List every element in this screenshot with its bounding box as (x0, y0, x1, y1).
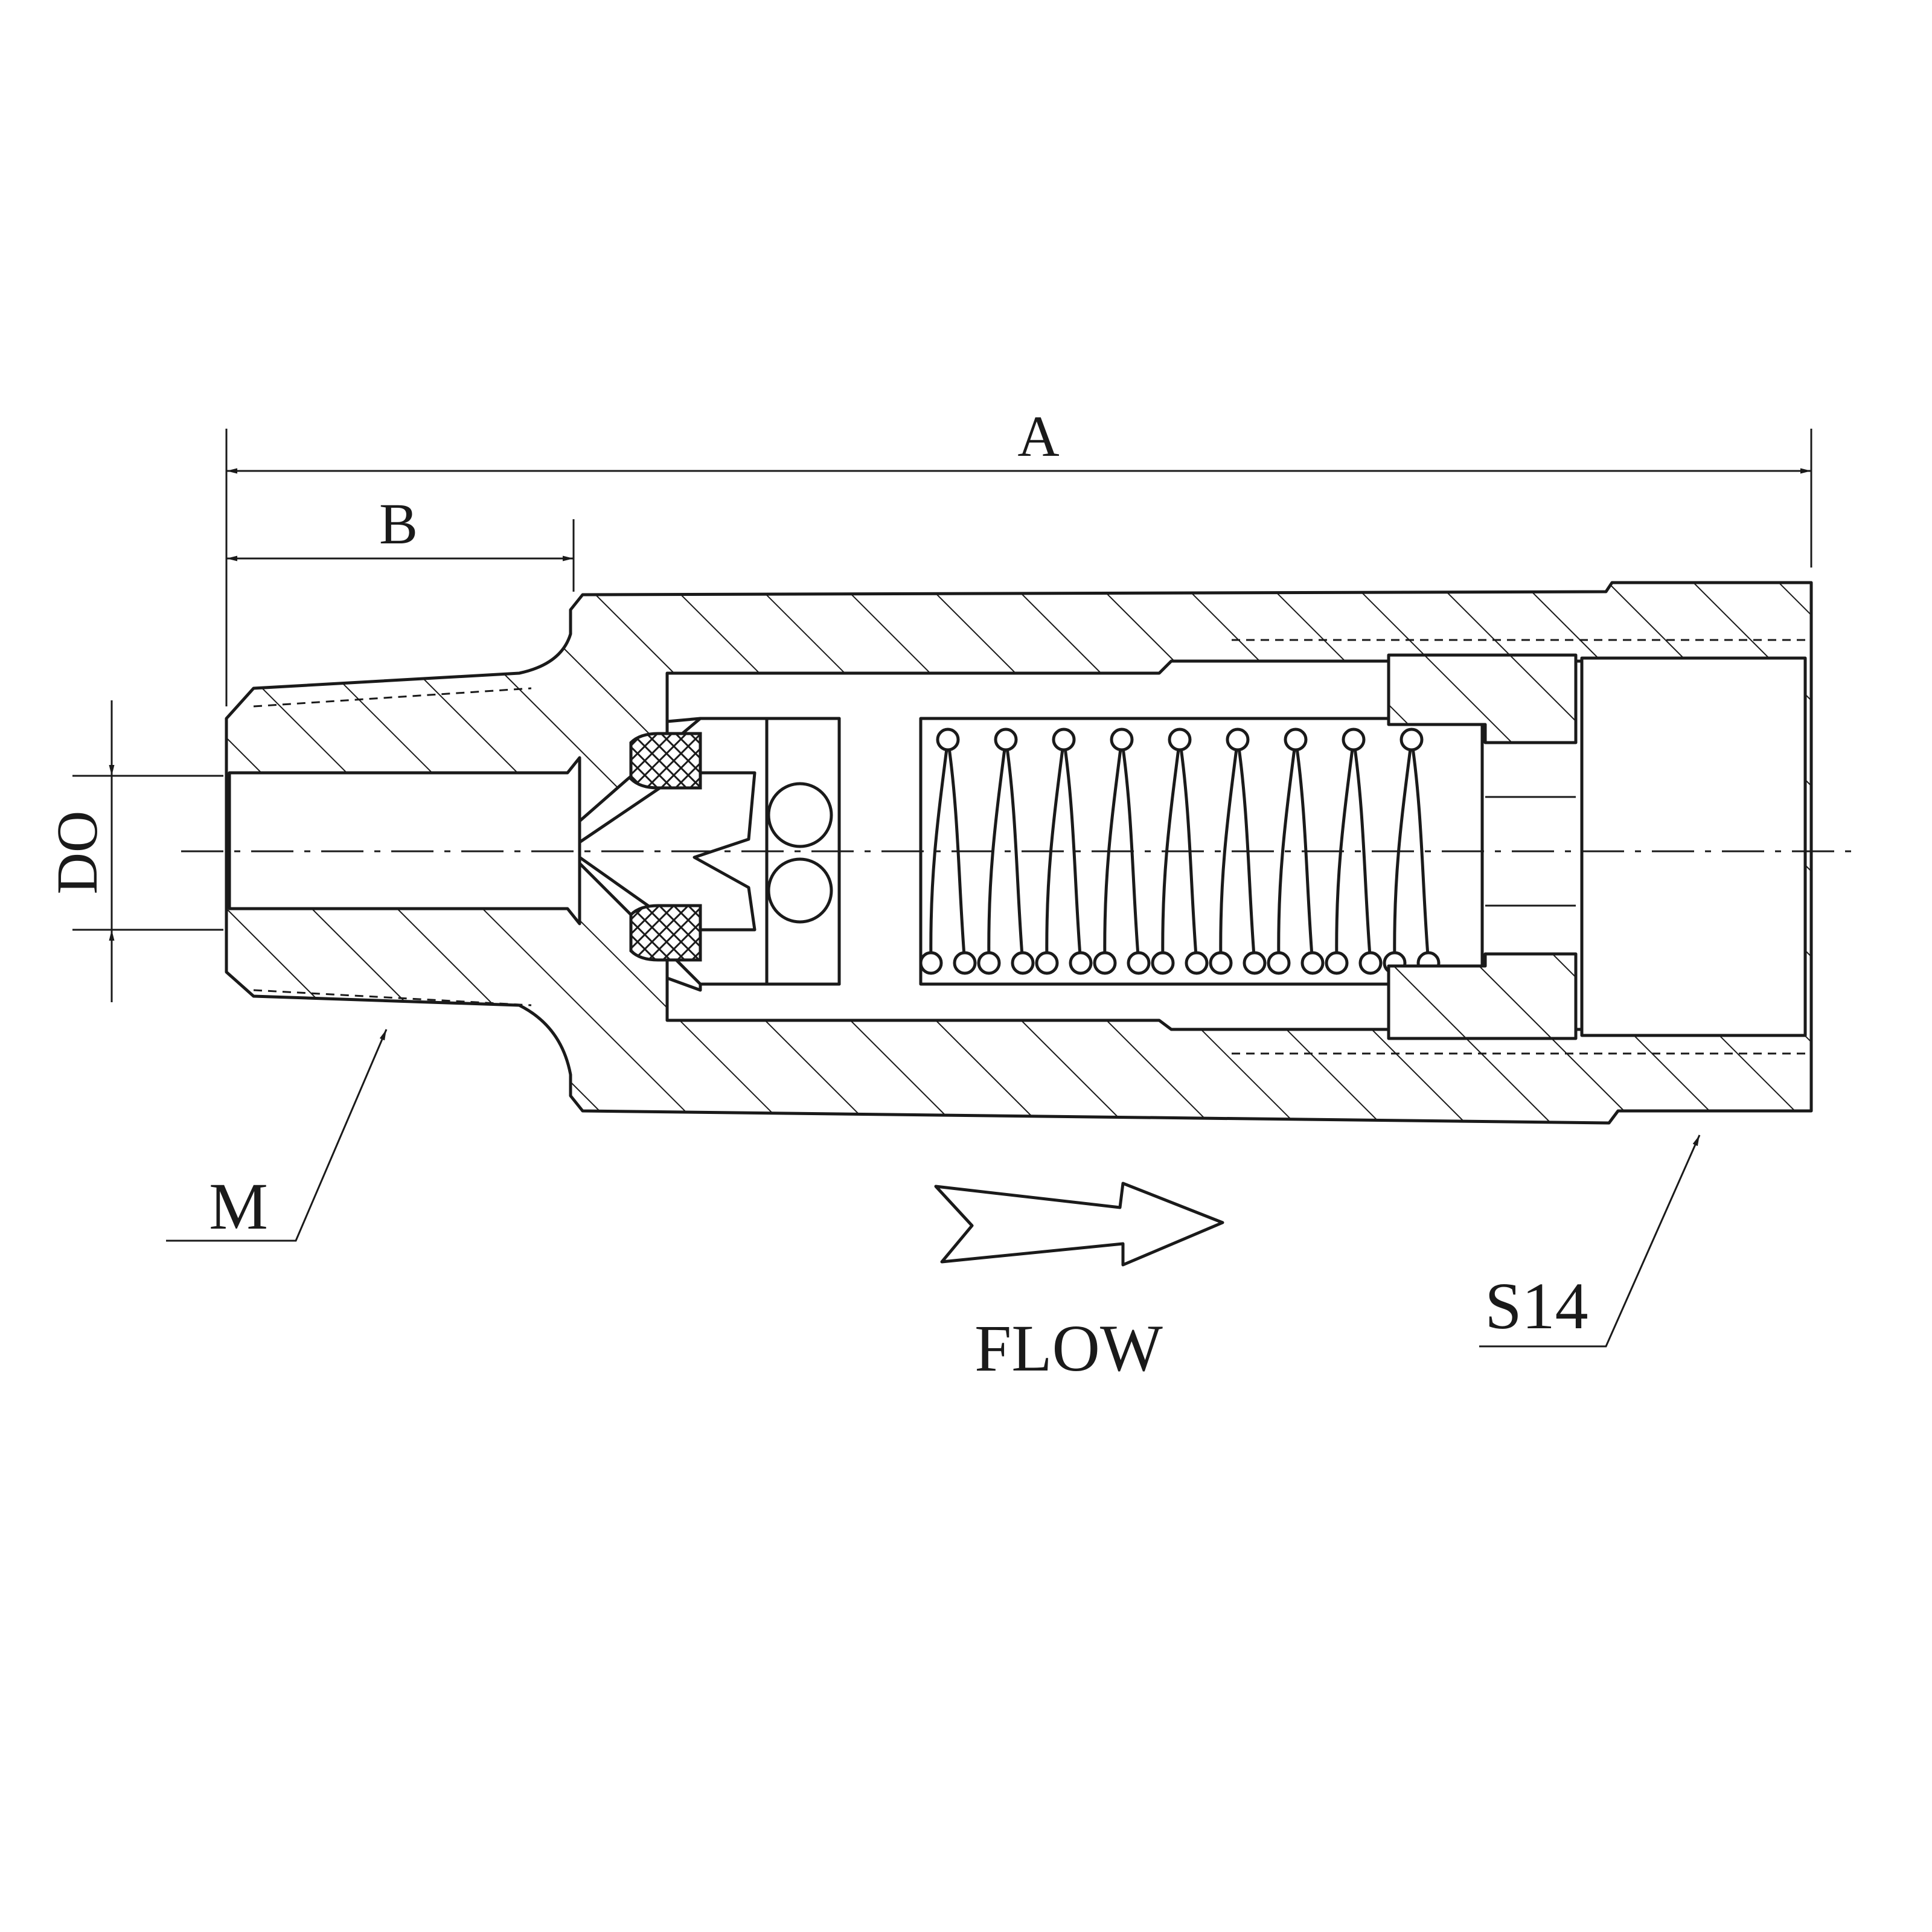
spring-wire-section (1168, 728, 1192, 752)
nut-upper (1387, 653, 1578, 744)
callout-m-label: M (209, 1169, 268, 1243)
thread-line-inlet-upper (253, 687, 532, 708)
spring-coil-back (1219, 738, 1239, 965)
flow-label: FLOW (974, 1311, 1163, 1385)
spring-wire-section (1300, 951, 1325, 975)
spring-wire-section (1011, 951, 1035, 975)
o-ring-upper (629, 732, 702, 790)
poppet-cross-port-lower (767, 857, 833, 924)
flow-indicator: FLOW (934, 1182, 1224, 1385)
spring-coil (1410, 738, 1430, 965)
dimension-a-label: A (1017, 404, 1059, 469)
spring-coil (1062, 738, 1083, 965)
spring-wire-section (1110, 728, 1134, 752)
spring-wire-section (1243, 951, 1267, 975)
spring-wire-section (1151, 951, 1175, 975)
spring-wire-section (953, 951, 977, 975)
dimension-b-label: B (379, 491, 418, 556)
callout-m: M (166, 1029, 388, 1243)
dimension-b: B (226, 491, 575, 592)
spring-wire-section (1069, 951, 1093, 975)
spring-wire-section (1358, 951, 1383, 975)
poppet-cone (578, 771, 756, 932)
dimension-do: DO (45, 700, 223, 1002)
spring-wire-section (1052, 728, 1076, 752)
spring-wire-section (1209, 951, 1233, 975)
dimension-a: A (225, 404, 1812, 706)
spring-wire-section (1127, 951, 1151, 975)
inlet-bore (228, 756, 581, 926)
spring-wire-section (936, 728, 960, 752)
spring-wire-section (977, 951, 1001, 975)
spring-coil-back (1277, 738, 1297, 965)
spring-wire-section (1035, 951, 1059, 975)
spring-coil (1004, 738, 1025, 965)
spring-wire-section (994, 728, 1018, 752)
spring-wire-section (1185, 951, 1209, 975)
spring-wire-section (1226, 728, 1250, 752)
flow-arrow-icon (934, 1182, 1224, 1267)
spring-wire-section (1267, 951, 1291, 975)
retaining-nut (1232, 639, 1805, 1055)
outlet-bore (1580, 656, 1807, 1037)
callout-s14: S14 (1479, 1134, 1701, 1348)
o-ring-lower (629, 904, 702, 962)
poppet-cross-port-upper (767, 782, 833, 848)
callout-s14-label: S14 (1485, 1269, 1588, 1343)
spring-wire-section (919, 951, 943, 975)
spring-wire-section (1342, 728, 1366, 752)
spring-wire-section (1325, 951, 1349, 975)
dimension-do-label: DO (45, 811, 109, 895)
nut-lower (1387, 952, 1578, 1040)
spring-wire-section (1399, 728, 1424, 752)
spring-wire-section (1284, 728, 1308, 752)
spring-wire-section (1093, 951, 1117, 975)
thread-line-inlet-lower (253, 989, 532, 1006)
spring-coil (1352, 738, 1372, 965)
